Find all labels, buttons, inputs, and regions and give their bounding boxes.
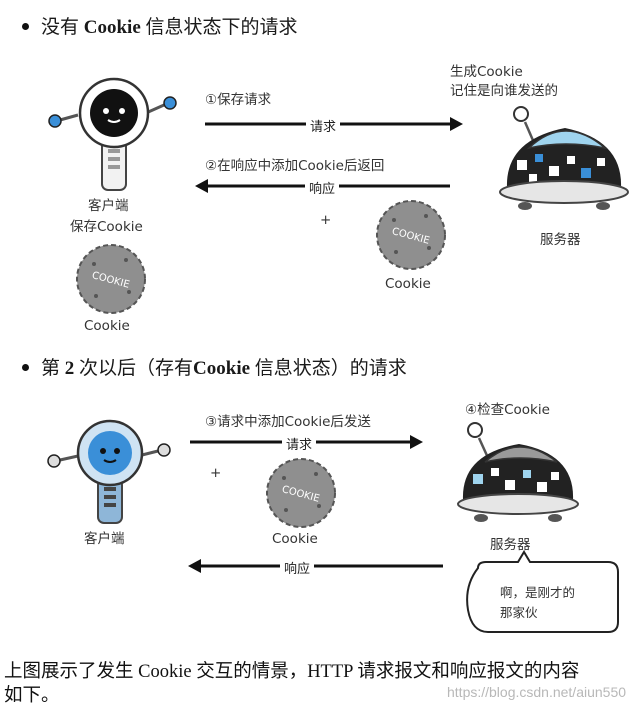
paragraph-line1: 上图展示了发生 Cookie 交互的情景，HTTP 请求报文和响应报文的内容 (4, 662, 580, 682)
bubble-line2: 那家伙 (500, 605, 538, 620)
request-label: 请求 (306, 116, 341, 135)
server-note-line1: 生成Cookie (450, 64, 523, 80)
server-robot-icon (457, 422, 579, 522)
cookie-icon: COOKIE (266, 458, 336, 528)
speech-bubble (466, 550, 619, 633)
client-robot-icon (47, 419, 171, 524)
watermark: https://blog.csdn.net/aiun550 (447, 684, 627, 700)
section2-heading: 第 2 次以后（存有Cookie 信息状态）的请求 (22, 353, 407, 380)
client-label: 客户端 (88, 198, 129, 214)
bullet-dot (22, 364, 29, 372)
cookie-label: Cookie (272, 531, 318, 547)
paragraph: 上图展示了发生 Cookie 交互的情景，HTTP 请求报文和响应报文的内容 如… (4, 660, 579, 708)
cookie-icon: COOKIE (376, 200, 446, 270)
server-note-line2: 记住是向谁发送的 (450, 83, 558, 99)
client-save-cookie-label: 保存Cookie (70, 219, 143, 235)
step2-label: ②在响应中添加Cookie后返回 (205, 158, 385, 174)
client-label: 客户端 (84, 531, 125, 547)
client-robot-icon (48, 77, 177, 191)
step1-label: ①保存请求 (205, 92, 272, 108)
step3-label: ③请求中添加Cookie后发送 (205, 414, 371, 430)
bullet-dot (22, 23, 29, 31)
cookie-label-middle: Cookie (385, 276, 431, 292)
response-label: 响应 (280, 558, 315, 577)
server-label: 服务器 (490, 537, 531, 553)
cookie-label-client: Cookie (84, 318, 130, 334)
server-robot-icon (499, 106, 629, 210)
step4-label: ④检查Cookie (465, 402, 550, 418)
section1-heading: 没有 Cookie 信息状态下的请求 (22, 12, 298, 39)
bubble-line1: 啊，是刚才的 (500, 585, 576, 600)
response-label: 响应 (305, 178, 340, 197)
response-arrow (188, 559, 443, 573)
plus-sign: + (210, 465, 222, 481)
cookie-icon: COOKIE (76, 244, 146, 314)
server-label: 服务器 (540, 232, 581, 248)
paragraph-line2: 如下。 (4, 686, 60, 706)
plus-sign: + (320, 212, 332, 228)
request-label: 请求 (282, 434, 317, 453)
